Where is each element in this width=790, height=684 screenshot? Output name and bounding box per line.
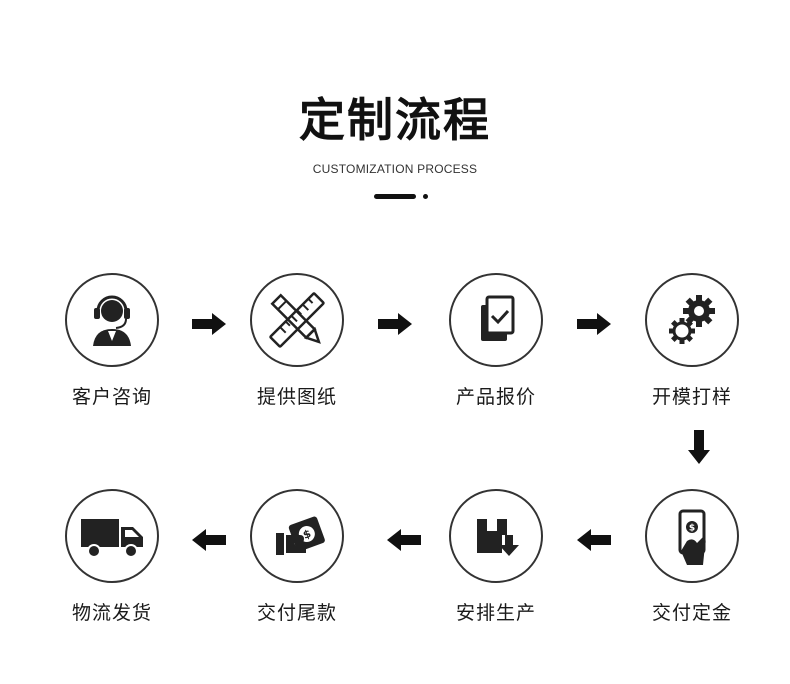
svg-text:$: $ (301, 527, 313, 542)
step-circle-deposit: $ (645, 489, 739, 583)
arrow-right-icon (378, 313, 412, 335)
page-title: 定制流程 (299, 93, 491, 147)
box-download-icon (477, 519, 519, 556)
page-subtitle: CUSTOMIZATION PROCESS (312, 162, 478, 176)
step-label-mold: 开模打样 (651, 386, 732, 408)
arrow-right-icon (577, 313, 611, 335)
arrow-left-icon (192, 529, 226, 551)
step-circle-balance: $ (250, 489, 344, 583)
arrow-right-icon (192, 313, 226, 335)
arrow-down-icon (688, 430, 710, 464)
arrow-left-icon (577, 529, 611, 551)
step-label-drawings: 提供图纸 (256, 386, 337, 408)
step-circle-shipping (65, 489, 159, 583)
arrow-left-icon (387, 529, 421, 551)
svg-text:$: $ (689, 524, 695, 534)
step-circle-mold (645, 273, 739, 367)
step-label-quote: 产品报价 (455, 386, 536, 408)
document-check-icon (481, 295, 515, 341)
cash-hand-icon: $ (276, 516, 325, 555)
step-circle-production (449, 489, 543, 583)
delivery-truck-icon (81, 519, 143, 558)
step-circle-consult (65, 273, 159, 367)
title-divider (374, 194, 434, 199)
step-circle-quote (449, 273, 543, 367)
step-circle-drawings (250, 273, 344, 367)
step-label-shipping: 物流发货 (71, 602, 152, 624)
customer-service-icon (93, 295, 131, 346)
step-label-consult: 客户咨询 (71, 386, 152, 408)
step-label-balance: 交付尾款 (256, 602, 337, 624)
ruler-pencil-icon (269, 292, 325, 348)
step-label-deposit: 交付定金 (651, 602, 732, 624)
phone-payment-icon: $ (678, 509, 706, 565)
step-label-production: 安排生产 (455, 602, 536, 624)
gears-icon (669, 295, 715, 344)
